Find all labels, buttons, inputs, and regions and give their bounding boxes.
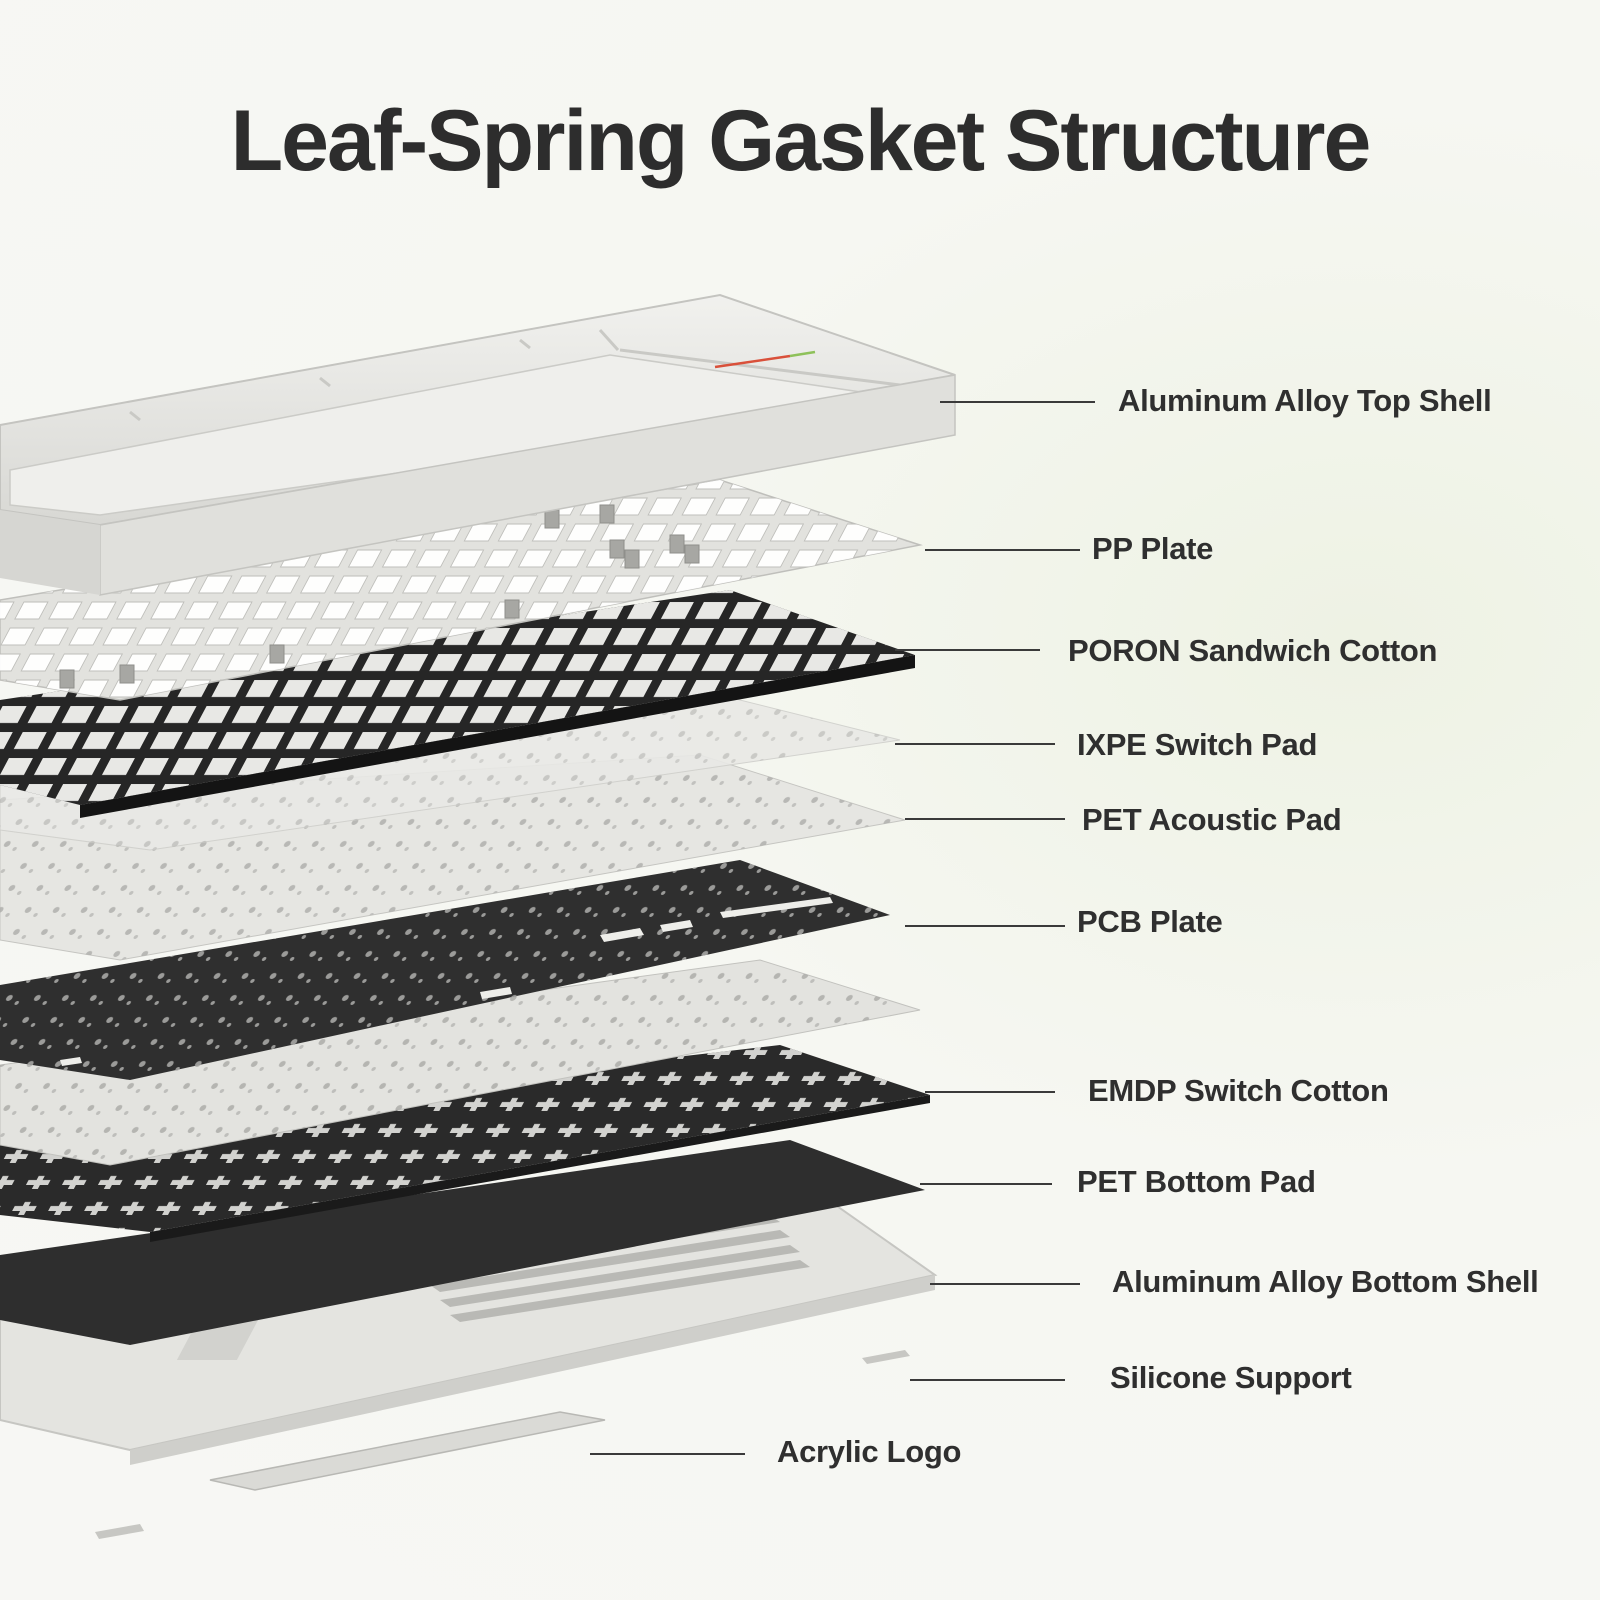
label-emdp-switch-cotton: EMDP Switch Cotton [1088, 1073, 1389, 1108]
poron-sandwich-cotton-layer [0, 590, 915, 818]
leader-lines [590, 401, 1095, 1455]
label-pp-plate: PP Plate [1092, 531, 1214, 566]
label-ixpe-switch-pad: IXPE Switch Pad [1077, 727, 1318, 762]
pcb-plate-layer [0, 860, 890, 1080]
label-pcb-plate: PCB Plate [1077, 904, 1223, 939]
label-acrylic-logo: Acrylic Logo [777, 1434, 962, 1469]
label-poron-sandwich-cotton: PORON Sandwich Cotton [1068, 633, 1438, 668]
pet-bottom-pad-layer [0, 1140, 925, 1345]
label-bottom-shell: Aluminum Alloy Bottom Shell [1112, 1264, 1539, 1299]
label-silicone-support: Silicone Support [1110, 1360, 1352, 1395]
pp-plate-layer [0, 479, 923, 701]
silicone-support-part [95, 1350, 910, 1539]
emdp-switch-cotton-layer [0, 1045, 930, 1242]
top-shell-layer [0, 293, 956, 596]
label-top-shell: Aluminum Alloy Top Shell [1118, 383, 1492, 418]
label-pet-bottom-pad: PET Bottom Pad [1077, 1164, 1316, 1199]
page-title: Leaf-Spring Gasket Structure [230, 93, 1372, 189]
label-pet-acoustic-pad: PET Acoustic Pad [1082, 802, 1342, 837]
switch-pad-lower-layer [0, 959, 921, 1166]
acrylic-logo-part [209, 1411, 606, 1491]
